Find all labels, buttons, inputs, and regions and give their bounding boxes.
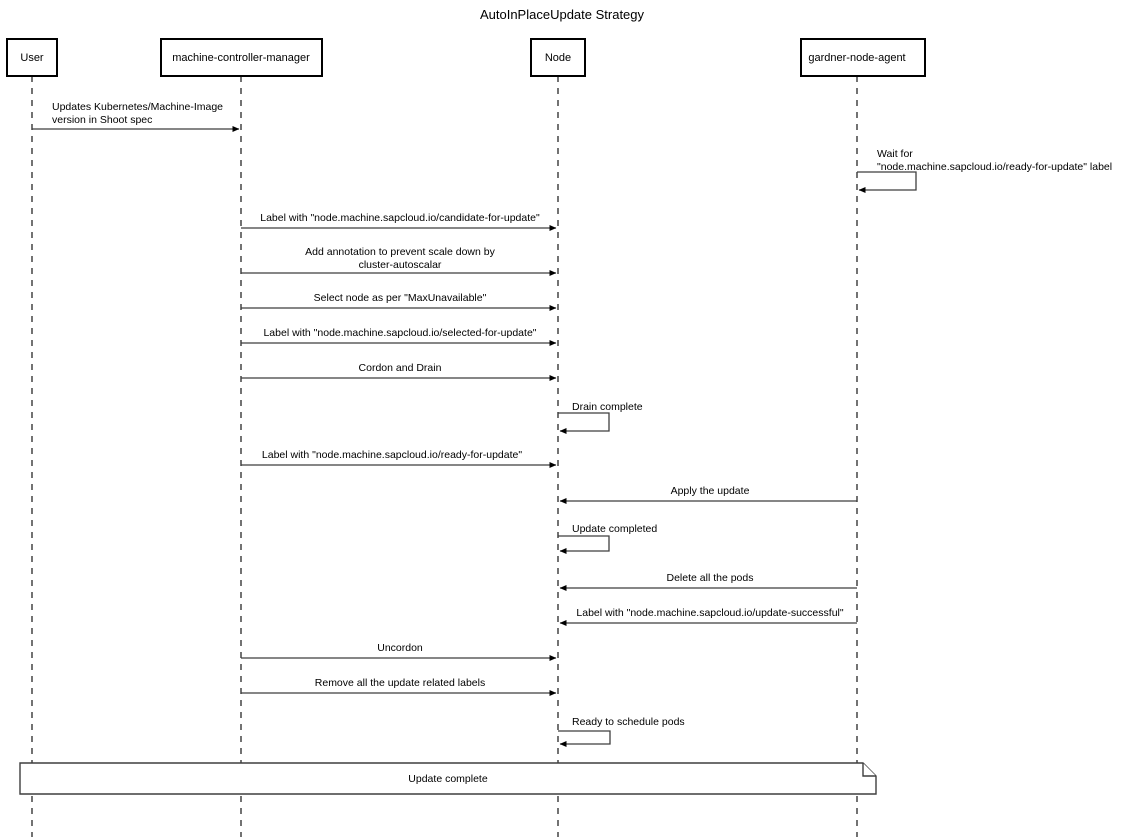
self-message-path-s2	[558, 412, 610, 435]
actor-label-user: User	[20, 52, 44, 64]
actors-group: User machine-controller-manager Node gardne…	[6, 38, 926, 77]
message-m4: Add annotation to prevent scale down byc…	[241, 246, 557, 277]
message-label-m10: Apply the update	[671, 485, 750, 497]
messages-group: Updates Kubernetes/Machine-Imageversion …	[32, 101, 857, 697]
actor-box-node[interactable]	[530, 38, 586, 77]
actor-label-mcm: machine-controller-manager	[172, 52, 310, 64]
message-m15: Remove all the update related labels	[241, 677, 557, 697]
self-message-s4: Ready to schedule pods	[558, 716, 685, 748]
actor-box-gna[interactable]	[800, 38, 926, 77]
message-label-m6: Label with "node.machine.sapcloud.io/sel…	[263, 327, 536, 339]
message-m10: Apply the update	[559, 485, 857, 505]
actor-label-gna: gardner-node-agent	[808, 52, 905, 64]
note-label-n1: Update complete	[408, 773, 488, 785]
message-label-m4: Add annotation to prevent scale down by	[305, 246, 495, 258]
message-m1: Updates Kubernetes/Machine-Imageversion …	[32, 101, 240, 133]
actor-box-user[interactable]	[6, 38, 58, 77]
self-message-s1: Wait for"node.machine.sapcloud.io/ready-…	[857, 148, 1112, 194]
self-message-path-s4	[558, 730, 611, 748]
actor-gna[interactable]: gardner-node-agent	[800, 38, 926, 77]
notes-group: Update complete	[19, 762, 877, 795]
self-message-s2: Drain complete	[558, 401, 643, 435]
message-m6: Label with "node.machine.sapcloud.io/sel…	[241, 327, 557, 347]
message-label-m4: cluster-autoscalar	[359, 259, 442, 271]
message-label-m12: Delete all the pods	[667, 572, 754, 584]
message-m7: Cordon and Drain	[241, 362, 557, 382]
self-messages-group: Wait for"node.machine.sapcloud.io/ready-…	[558, 148, 1112, 748]
self-message-path-s1	[857, 171, 917, 194]
message-label-m7: Cordon and Drain	[359, 362, 442, 374]
self-message-label-s3: Update completed	[572, 523, 657, 535]
message-m14: Uncordon	[241, 642, 557, 662]
self-message-label-s4: Ready to schedule pods	[572, 716, 685, 728]
message-label-m15: Remove all the update related labels	[315, 677, 485, 689]
message-label-m1: Updates Kubernetes/Machine-Image	[52, 101, 223, 113]
note-body-n1	[19, 762, 877, 795]
self-message-label-s1: Wait for	[877, 148, 913, 160]
message-m12: Delete all the pods	[559, 572, 857, 592]
message-label-m13: Label with "node.machine.sapcloud.io/upd…	[576, 607, 843, 619]
message-m13: Label with "node.machine.sapcloud.io/upd…	[559, 607, 857, 627]
note-fold-n1	[862, 763, 876, 777]
actor-user[interactable]: User	[6, 38, 58, 77]
actor-label-node: Node	[545, 52, 571, 64]
self-message-path-s3	[558, 535, 610, 555]
message-label-m1: version in Shoot spec	[52, 114, 152, 126]
actor-node[interactable]: Node	[530, 38, 586, 77]
note-n1: Update complete	[19, 762, 877, 795]
actor-box-mcm[interactable]	[160, 38, 323, 77]
message-label-m9: Label with "node.machine.sapcloud.io/rea…	[262, 449, 522, 461]
self-message-label-s1: "node.machine.sapcloud.io/ready-for-upda…	[877, 161, 1112, 173]
message-m9: Label with "node.machine.sapcloud.io/rea…	[241, 449, 557, 469]
message-m5: Select node as per "MaxUnavailable"	[241, 292, 557, 312]
self-message-s3: Update completed	[558, 523, 657, 555]
message-label-m5: Select node as per "MaxUnavailable"	[314, 292, 487, 304]
message-label-m14: Uncordon	[377, 642, 423, 654]
actor-mcm[interactable]: machine-controller-manager	[160, 38, 323, 77]
message-m3: Label with "node.machine.sapcloud.io/can…	[241, 212, 557, 232]
page-title: AutoInPlaceUpdate Strategy	[480, 7, 645, 22]
self-message-label-s2: Drain complete	[572, 401, 643, 413]
message-label-m3: Label with "node.machine.sapcloud.io/can…	[260, 212, 540, 224]
